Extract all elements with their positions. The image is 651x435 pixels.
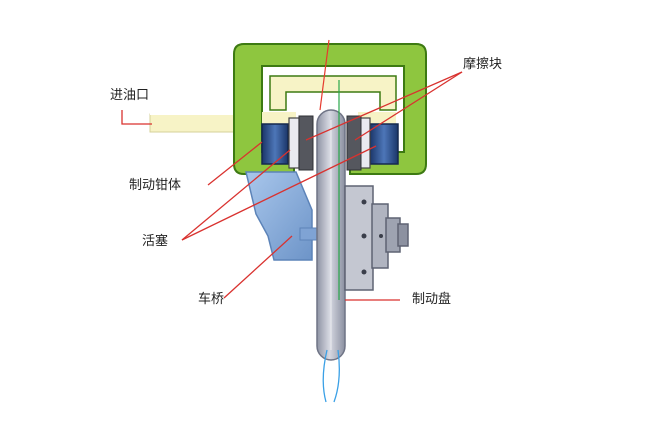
brake-disc <box>316 109 346 361</box>
leader-lines <box>121 71 463 301</box>
label-brake-disc: 制动盘 <box>412 292 452 307</box>
piston-right <box>346 115 399 171</box>
piston-left <box>261 115 314 171</box>
label-friction-pad: 摩擦块 <box>463 57 503 72</box>
oil-inlet-pipe <box>149 113 243 133</box>
label-caliper: 制动钳体 <box>129 178 182 193</box>
rotation-arc-line <box>319 39 330 111</box>
label-axle: 车桥 <box>198 292 225 307</box>
label-piston: 活塞 <box>142 234 169 249</box>
rotation-arrow <box>322 349 340 403</box>
axle <box>245 171 321 261</box>
label-oil-inlet: 进油口 <box>110 88 150 103</box>
wheel-hub <box>344 185 409 291</box>
